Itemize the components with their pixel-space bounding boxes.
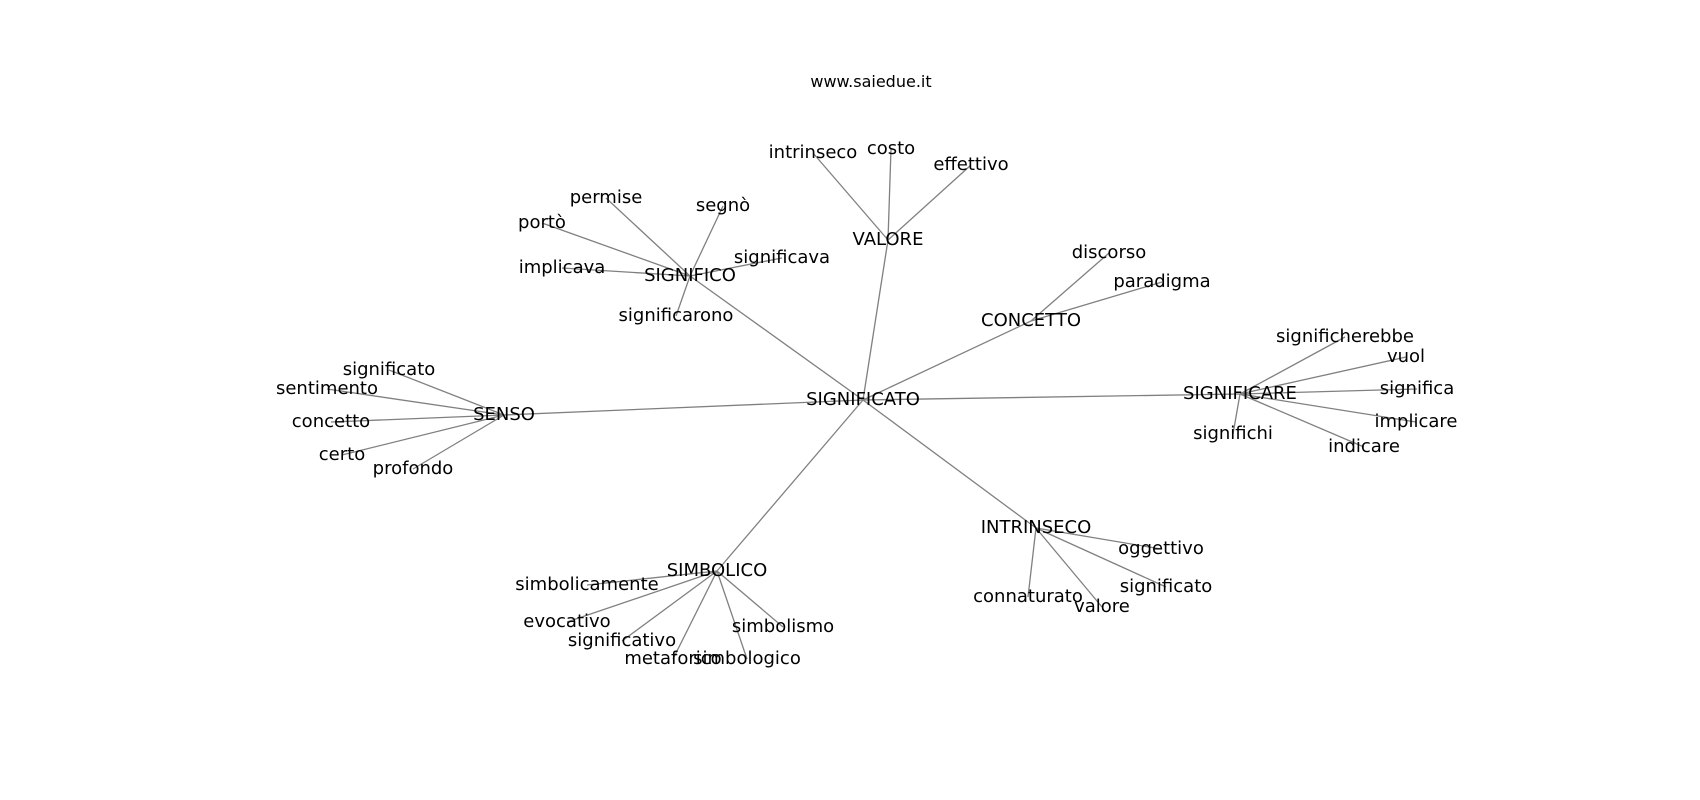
node-word-connaturato: connaturato [973, 586, 1083, 607]
edge-senso-profondo [412, 414, 505, 470]
node-word-significato: significato [343, 359, 436, 380]
node-word-significherebbe: significherebbe [1276, 326, 1414, 347]
edge-intrinseco-connaturato [1027, 527, 1037, 598]
node-word-segnò: segnò [696, 195, 750, 216]
node-word-simbologico: simbologico [693, 648, 801, 669]
node-word-implicava: implicava [519, 257, 606, 278]
node-hub-significo: SIGNIFICO [644, 265, 736, 286]
node-word-significativo: significativo [568, 630, 676, 651]
edge-significo-significava [689, 257, 783, 277]
node-word-evocativo: evocativo [523, 611, 610, 632]
edge-significare-significherebbe [1239, 336, 1346, 395]
edge-concetto-discorso [1030, 252, 1110, 322]
edge-senso-certo [341, 414, 505, 456]
node-word-concetto: concetto [292, 411, 370, 432]
node-word-portò: portò [518, 212, 566, 233]
node-word-costo: costo [867, 138, 915, 159]
node-word-valore: valore [1074, 596, 1130, 617]
node-hub-concetto: CONCETTO [981, 310, 1081, 331]
edge-simbolico-simbolicamente [586, 570, 718, 586]
node-hub-valore: VALORE [853, 229, 924, 250]
node-word-intrinseco: intrinseco [769, 142, 858, 163]
edge-senso-concetto [330, 414, 505, 423]
node-hub-simbolico: SIMBOLICO [667, 560, 768, 581]
node-word-effettivo: effettivo [933, 154, 1008, 175]
edge-significare-significa [1239, 388, 1418, 395]
edge-center-valore [862, 239, 889, 401]
node-word-permise: permise [570, 187, 643, 208]
edge-significo-significarono [675, 275, 691, 317]
edge-valore-costo [887, 148, 892, 241]
node-hub-significare: SIGNIFICARE [1183, 383, 1297, 404]
edge-intrinseco-significato [1035, 527, 1167, 588]
edge-significo-portò [541, 222, 691, 277]
node-word-profondo: profondo [373, 458, 454, 479]
node-word-significava: significava [734, 247, 830, 268]
node-word-certo: certo [319, 444, 365, 465]
edge-center-significare [862, 393, 1241, 401]
edge-intrinseco-valore [1035, 527, 1103, 608]
labels: SIGNIFICATO VALORE intrinseco costo effettiv… [276, 138, 1457, 669]
node-word-indicare: indicare [1328, 436, 1400, 457]
node-word-significato: significato [1120, 576, 1213, 597]
edges [326, 148, 1418, 660]
node-word-implicare: implicare [1375, 411, 1458, 432]
edge-significare-significhi [1232, 393, 1241, 435]
node-word-paradigma: paradigma [1113, 271, 1210, 292]
node-hub-senso: SENSO [473, 404, 535, 425]
edge-senso-significato [388, 369, 505, 416]
edge-significo-permise [605, 197, 691, 277]
edge-valore-intrinseco [812, 152, 889, 241]
node-word-metaforico: metaforico [624, 648, 721, 669]
edge-center-simbolico [716, 399, 864, 572]
edge-simbolico-evocativo [566, 570, 718, 623]
node-center: SIGNIFICATO [806, 389, 920, 410]
edge-significo-implicava [561, 267, 691, 277]
edge-significare-vuol [1239, 356, 1407, 395]
site-title: www.saiedue.it [810, 72, 931, 91]
node-word-sentimento: sentimento [276, 378, 378, 399]
edge-center-concetto [862, 320, 1032, 401]
edge-intrinseco-oggettivo [1035, 527, 1162, 550]
edge-simbolico-simbologico [716, 570, 748, 660]
node-word-discorso: discorso [1072, 242, 1147, 263]
edge-simbolico-significativo [621, 570, 718, 642]
edge-simbolico-metaforico [672, 570, 718, 660]
edge-concetto-paradigma [1030, 281, 1163, 322]
node-word-simbolicamente: simbolicamente [515, 574, 658, 595]
edge-center-intrinseco [862, 399, 1037, 529]
node-word-oggettivo: oggettivo [1118, 538, 1204, 559]
edge-significare-indicare [1239, 393, 1365, 448]
edge-senso-sentimento [326, 388, 505, 416]
edge-simbolico-simbolismo [716, 570, 784, 628]
node-word-significhi: significhi [1193, 423, 1273, 444]
node-word-vuol: vuol [1387, 346, 1425, 367]
node-hub-intrinseco: INTRINSECO [981, 517, 1092, 538]
node-word-significarono: significarono [619, 305, 734, 326]
edge-significare-implicare [1239, 393, 1417, 423]
edge-valore-effettivo [887, 164, 972, 241]
edge-center-senso [503, 399, 864, 416]
node-word-significa: significa [1380, 378, 1454, 399]
node-word-simbolismo: simbolismo [732, 616, 834, 637]
edge-significo-segnò [689, 205, 724, 277]
edge-center-significo [689, 275, 864, 401]
